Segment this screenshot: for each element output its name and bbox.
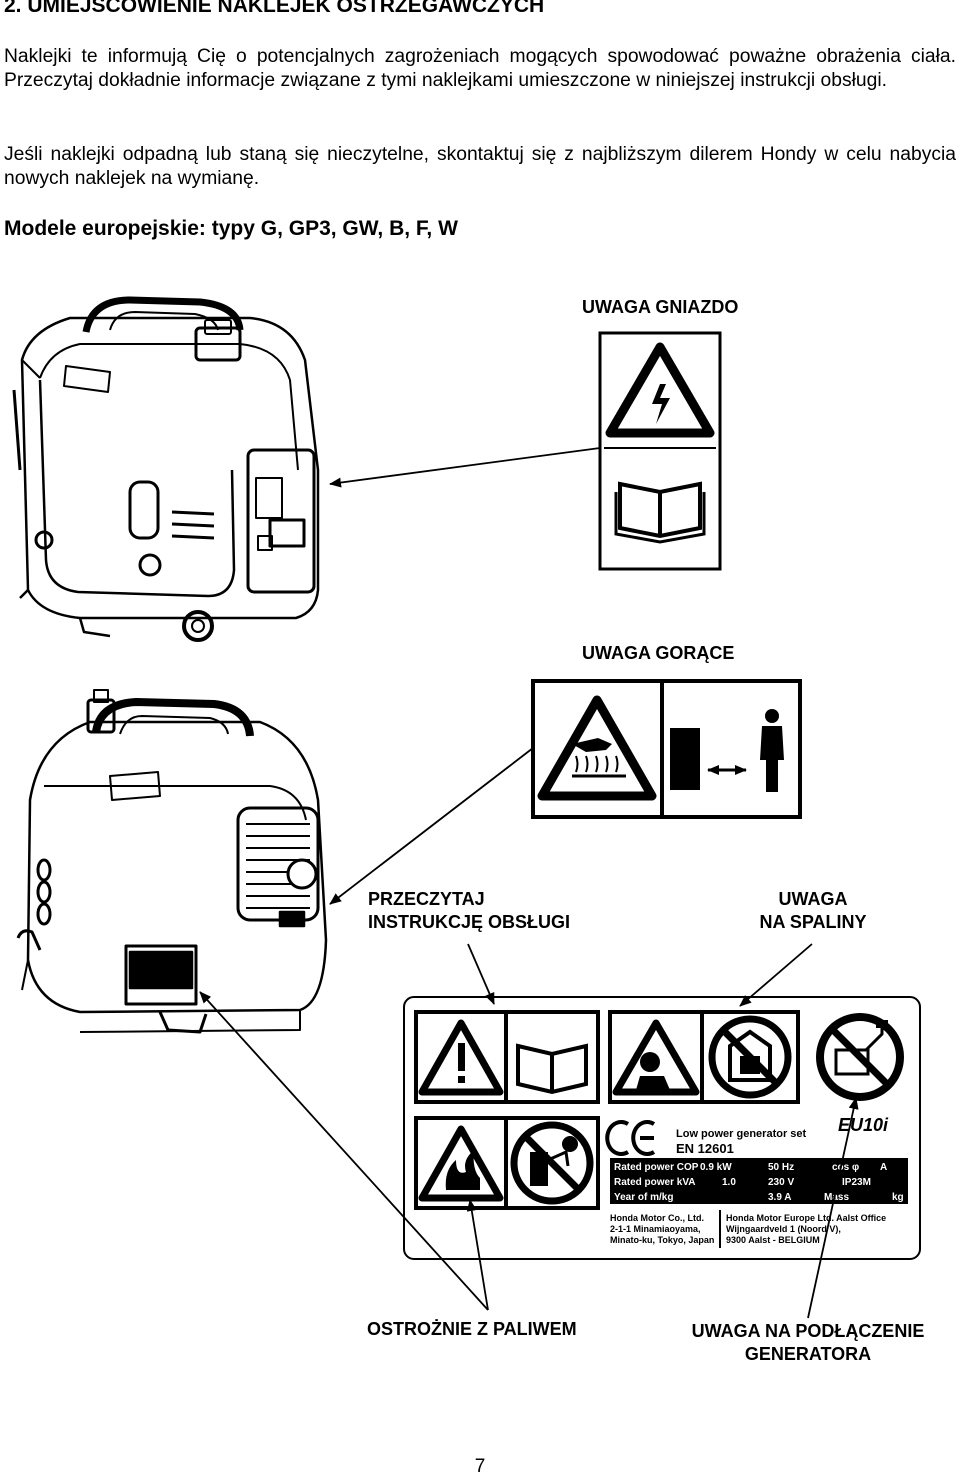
pointer-arrows xyxy=(199,447,859,1319)
label-fuel: OSTROŻNIE Z PALIWEM xyxy=(367,1319,577,1339)
arrow-connect xyxy=(807,1097,859,1319)
no-indoor-use-icon xyxy=(708,1015,792,1099)
arrow-fuel-plate xyxy=(466,1199,489,1311)
page-number: 7 xyxy=(474,1456,486,1477)
arrow-exhaust xyxy=(739,943,813,1007)
exhaust-fumes-icon xyxy=(612,1019,700,1096)
socket-warning-decal xyxy=(598,331,722,571)
models-title: Modele europejskie: typy G, GP3, GW, B, … xyxy=(4,217,458,240)
arrow-read-manual xyxy=(467,943,495,1005)
plate-standard-2: EN 12601 xyxy=(676,1141,734,1156)
fire-hazard-icon xyxy=(418,1125,504,1202)
plate-r2c4: kg xyxy=(892,1192,904,1203)
label-exhaust-line2: NA SPALINY xyxy=(759,912,867,932)
plate-r1c2: 230 V xyxy=(768,1177,794,1188)
arrow-hot xyxy=(329,747,534,905)
plate-r0c4: A xyxy=(880,1162,887,1173)
hot-surface-icon xyxy=(537,695,657,801)
label-connect-line1: UWAGA NA PODŁĄCZENIE xyxy=(691,1321,925,1341)
plate-r2c2: 3.9 A xyxy=(768,1192,792,1203)
plate-r1c3: IP23M xyxy=(842,1177,871,1188)
plate-r0c0: Rated power COP xyxy=(614,1162,699,1173)
ce-mark xyxy=(605,1120,656,1156)
rating-plate: Low power generator set EN 12601 EU10i R… xyxy=(605,1115,908,1248)
label-connect-line2: GENERATORA xyxy=(744,1344,872,1364)
label-exhaust-line1: UWAGA xyxy=(778,889,848,909)
maker-right-2: Wijngaardveld 1 (Noord V), xyxy=(726,1224,841,1234)
plate-r1c0: Rated power kVA xyxy=(614,1177,696,1188)
generator-top-illustration xyxy=(12,296,320,642)
replacement-paragraph: Jeśli naklejki odpadną lub staną się nie… xyxy=(4,144,956,189)
label-hot: UWAGA GORĄCE xyxy=(582,643,735,663)
plate-r0c3: cos φ xyxy=(832,1162,859,1173)
manual-book-icon xyxy=(614,481,706,544)
arrow-socket xyxy=(329,447,601,488)
label-exhaust: UWAGA NA SPALINY xyxy=(740,888,886,934)
plate-r0c2: 50 Hz xyxy=(768,1162,794,1173)
hot-warning-decal xyxy=(531,679,802,819)
plate-standard-1: Low power generator set xyxy=(676,1128,807,1140)
label-connect: UWAGA NA PODŁĄCZENIE GENERATORA xyxy=(676,1320,940,1366)
main-warning-plate: Low power generator set EN 12601 EU10i R… xyxy=(403,996,921,1260)
plate-r2c0: Year of m/kg xyxy=(614,1192,673,1203)
maker-left-3: Minato-ku, Tokyo, Japan xyxy=(610,1235,714,1245)
label-socket: UWAGA GNIAZDO xyxy=(582,297,739,317)
plate-r0c1: 0.9 kW xyxy=(700,1162,732,1173)
maker-right-3: 9300 Aalst - BELGIUM xyxy=(726,1235,820,1245)
plate-model: EU10i xyxy=(838,1115,889,1135)
no-mains-connection-icon xyxy=(816,1013,904,1101)
maker-left-2: 2-1-1 Minamiaoyama, xyxy=(610,1224,701,1234)
maker-right-1: Honda Motor Europe Ltd. Aalst Office xyxy=(726,1213,886,1223)
generator-bottom-illustration xyxy=(16,689,328,1034)
no-refuel-running-icon xyxy=(510,1121,594,1205)
maker-left-1: Honda Motor Co., Ltd. xyxy=(610,1213,704,1223)
plate-r2c3: Mass xyxy=(824,1192,849,1203)
intro-paragraph: Naklejki te informują Cię o potencjalnyc… xyxy=(4,46,956,91)
label-read-manual-line1: PRZECZYTAJ xyxy=(368,889,485,909)
plate-r1c1: 1.0 xyxy=(722,1177,736,1188)
read-manual-icon xyxy=(516,1043,588,1095)
electric-shock-icon xyxy=(605,342,715,438)
label-read-manual: PRZECZYTAJ INSTRUKCJĘ OBSŁUGI xyxy=(368,888,570,934)
section-heading: 2. UMIEJSCOWIENIE NAKLEJEK OSTRZEGAWCZYC… xyxy=(4,0,545,17)
person-distance-icon xyxy=(707,709,784,792)
label-read-manual-line2: INSTRUKCJĘ OBSŁUGI xyxy=(368,912,571,932)
caution-icon xyxy=(418,1019,504,1096)
arrow-fuel-generator xyxy=(199,991,489,1311)
